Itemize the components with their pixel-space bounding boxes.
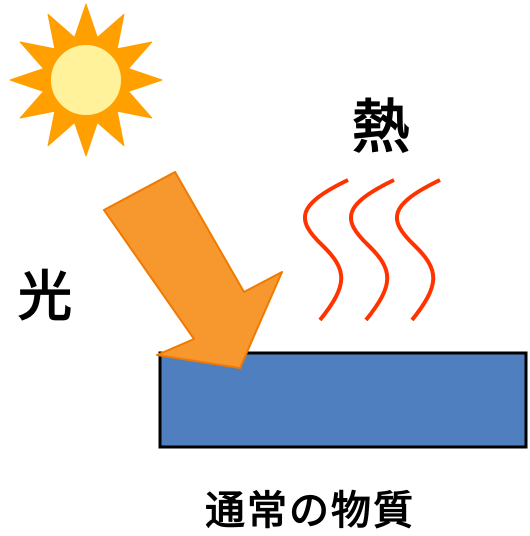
material-block <box>158 351 528 449</box>
arrow-down-right-icon <box>103 171 283 369</box>
sun-core <box>49 43 123 117</box>
sun-icon <box>9 3 163 157</box>
light-label: 光 <box>18 265 72 328</box>
heat-wave-1 <box>303 178 349 322</box>
heat-wave-2 <box>349 178 395 322</box>
heat-wave-icon <box>303 178 441 322</box>
material-label: 通常の物質 <box>205 488 415 534</box>
heat-wave-3 <box>395 178 441 322</box>
heat-label: 熱 <box>352 93 411 161</box>
